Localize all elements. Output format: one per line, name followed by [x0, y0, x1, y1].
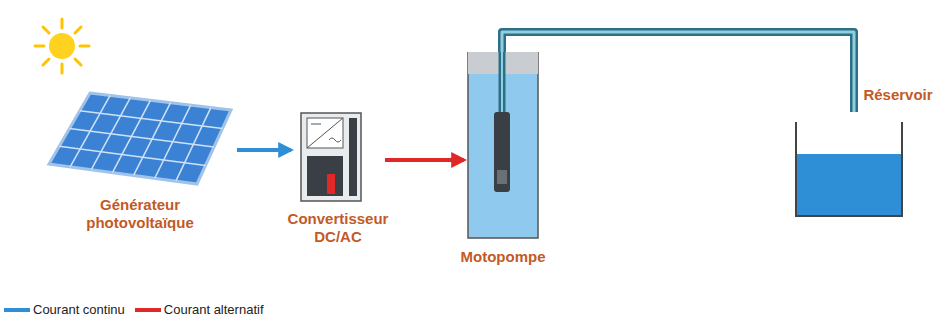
pump-well: Motopompe: [466, 52, 540, 240]
legend-text: Courant continu: [33, 302, 125, 317]
solar-panel-icon: [45, 88, 235, 188]
legend-swatch: [135, 308, 161, 312]
legend-text: Courant alternatif: [164, 302, 264, 317]
reservoir-tank-icon: [790, 112, 908, 218]
legend-item: Courant continu: [4, 302, 125, 317]
node-label: Motopompe: [448, 248, 558, 266]
pump-well-icon: [466, 52, 540, 240]
converter-box-icon: [293, 112, 383, 204]
converter-box: Convertisseur DC/AC: [293, 112, 383, 204]
legend-item: Courant alternatif: [135, 302, 264, 317]
node-label: Convertisseur DC/AC: [263, 210, 413, 246]
water-pipe: [502, 32, 854, 112]
reservoir-tank: Réservoir: [790, 112, 908, 218]
sun-icon: [35, 19, 89, 73]
legend-swatch: [4, 308, 30, 312]
dc-arrow: [237, 150, 291, 151]
solar-panel: Générateur photovoltaïque: [45, 88, 235, 188]
node-label: Générateur photovoltaïque: [45, 196, 235, 232]
node-label: Réservoir: [858, 86, 938, 104]
ac-arrow: [385, 160, 464, 161]
